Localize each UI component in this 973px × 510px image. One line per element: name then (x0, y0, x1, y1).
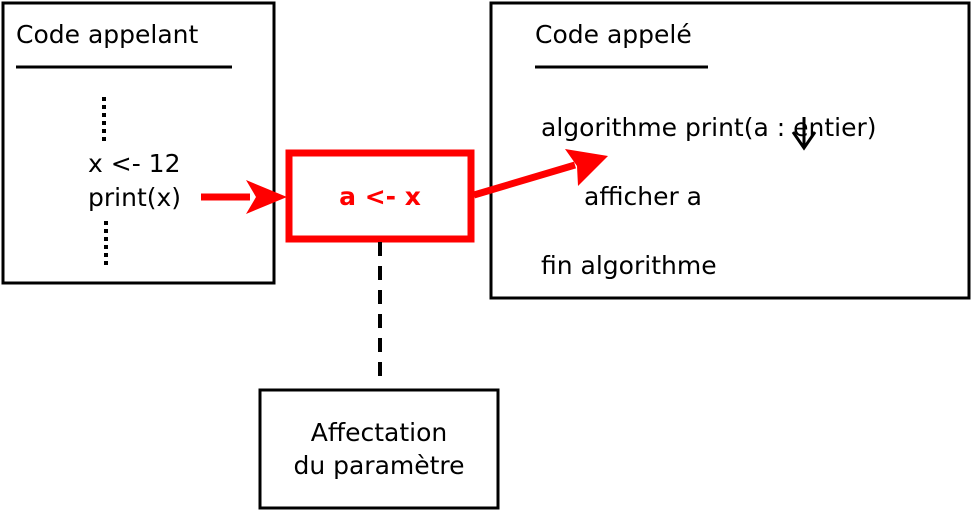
callee-signature: algorithme print(a : entier) (541, 113, 877, 142)
down-arrow-icon (791, 117, 817, 151)
parameter-box (285, 149, 475, 243)
callee-end-line: fin algorithme (541, 251, 717, 280)
caller-box (1, 1, 276, 285)
call-arrow-head (246, 180, 287, 214)
pass-arrow (473, 161, 576, 199)
callee-body-line: afficher a (584, 182, 703, 211)
callee-box (489, 1, 971, 300)
callee-title: Code appelé (535, 20, 692, 49)
parameter-assignment-label: a <- x (339, 181, 421, 211)
note-line: Affectation (310, 418, 448, 447)
note-label: Affectation du paramètre (262, 392, 496, 506)
note-line: du paramètre (293, 451, 465, 480)
caller-code-line: print(x) (88, 183, 182, 212)
caller-code-line: x <- 12 (88, 149, 181, 178)
caller-title: Code appelant (16, 20, 199, 49)
pass-arrow-head (565, 149, 608, 186)
note-box (258, 388, 500, 510)
